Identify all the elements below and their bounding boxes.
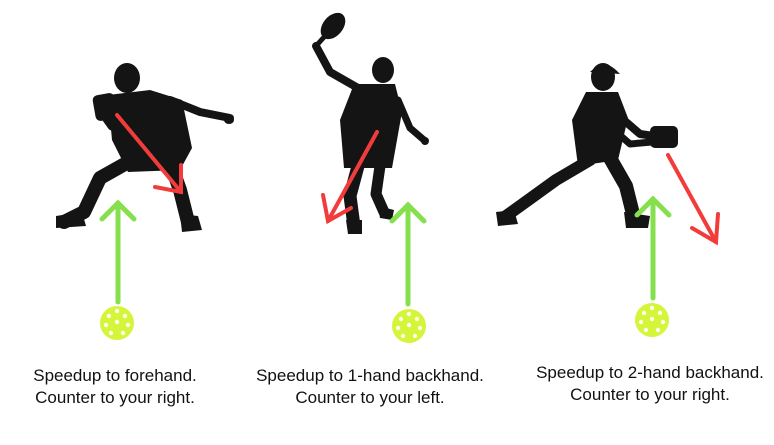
pickleball-icon bbox=[635, 303, 669, 337]
counter-arrow-icon bbox=[115, 113, 183, 195]
caption-line: Counter to your right. bbox=[570, 385, 730, 404]
caption-two-hand-backhand: Speedup to 2-hand backhand. Counter to y… bbox=[530, 362, 770, 406]
up-arrow-icon bbox=[634, 195, 672, 301]
caption-forehand: Speedup to forehand. Counter to your rig… bbox=[10, 365, 220, 409]
caption-one-hand-backhand: Speedup to 1-hand backhand. Counter to y… bbox=[245, 365, 495, 409]
pickleball-icon bbox=[392, 309, 426, 343]
up-arrow-icon bbox=[389, 201, 427, 307]
caption-line: Speedup to forehand. bbox=[33, 366, 197, 385]
panel-forehand bbox=[56, 63, 234, 340]
player-two-hand-silhouette-icon bbox=[496, 63, 678, 228]
caption-line: Counter to your right. bbox=[35, 388, 195, 407]
up-arrow-icon bbox=[99, 199, 137, 305]
caption-line: Counter to your left. bbox=[295, 388, 445, 407]
player-backhand-silhouette-icon bbox=[312, 12, 429, 234]
counter-arrow-icon bbox=[666, 153, 720, 246]
counter-arrow-icon bbox=[321, 130, 379, 225]
panel-two-hand-backhand bbox=[496, 63, 720, 337]
caption-line: Speedup to 2-hand backhand. bbox=[536, 363, 764, 382]
panel-one-hand-backhand bbox=[312, 12, 429, 343]
pickleball-icon bbox=[100, 306, 134, 340]
caption-line: Speedup to 1-hand backhand. bbox=[256, 366, 484, 385]
